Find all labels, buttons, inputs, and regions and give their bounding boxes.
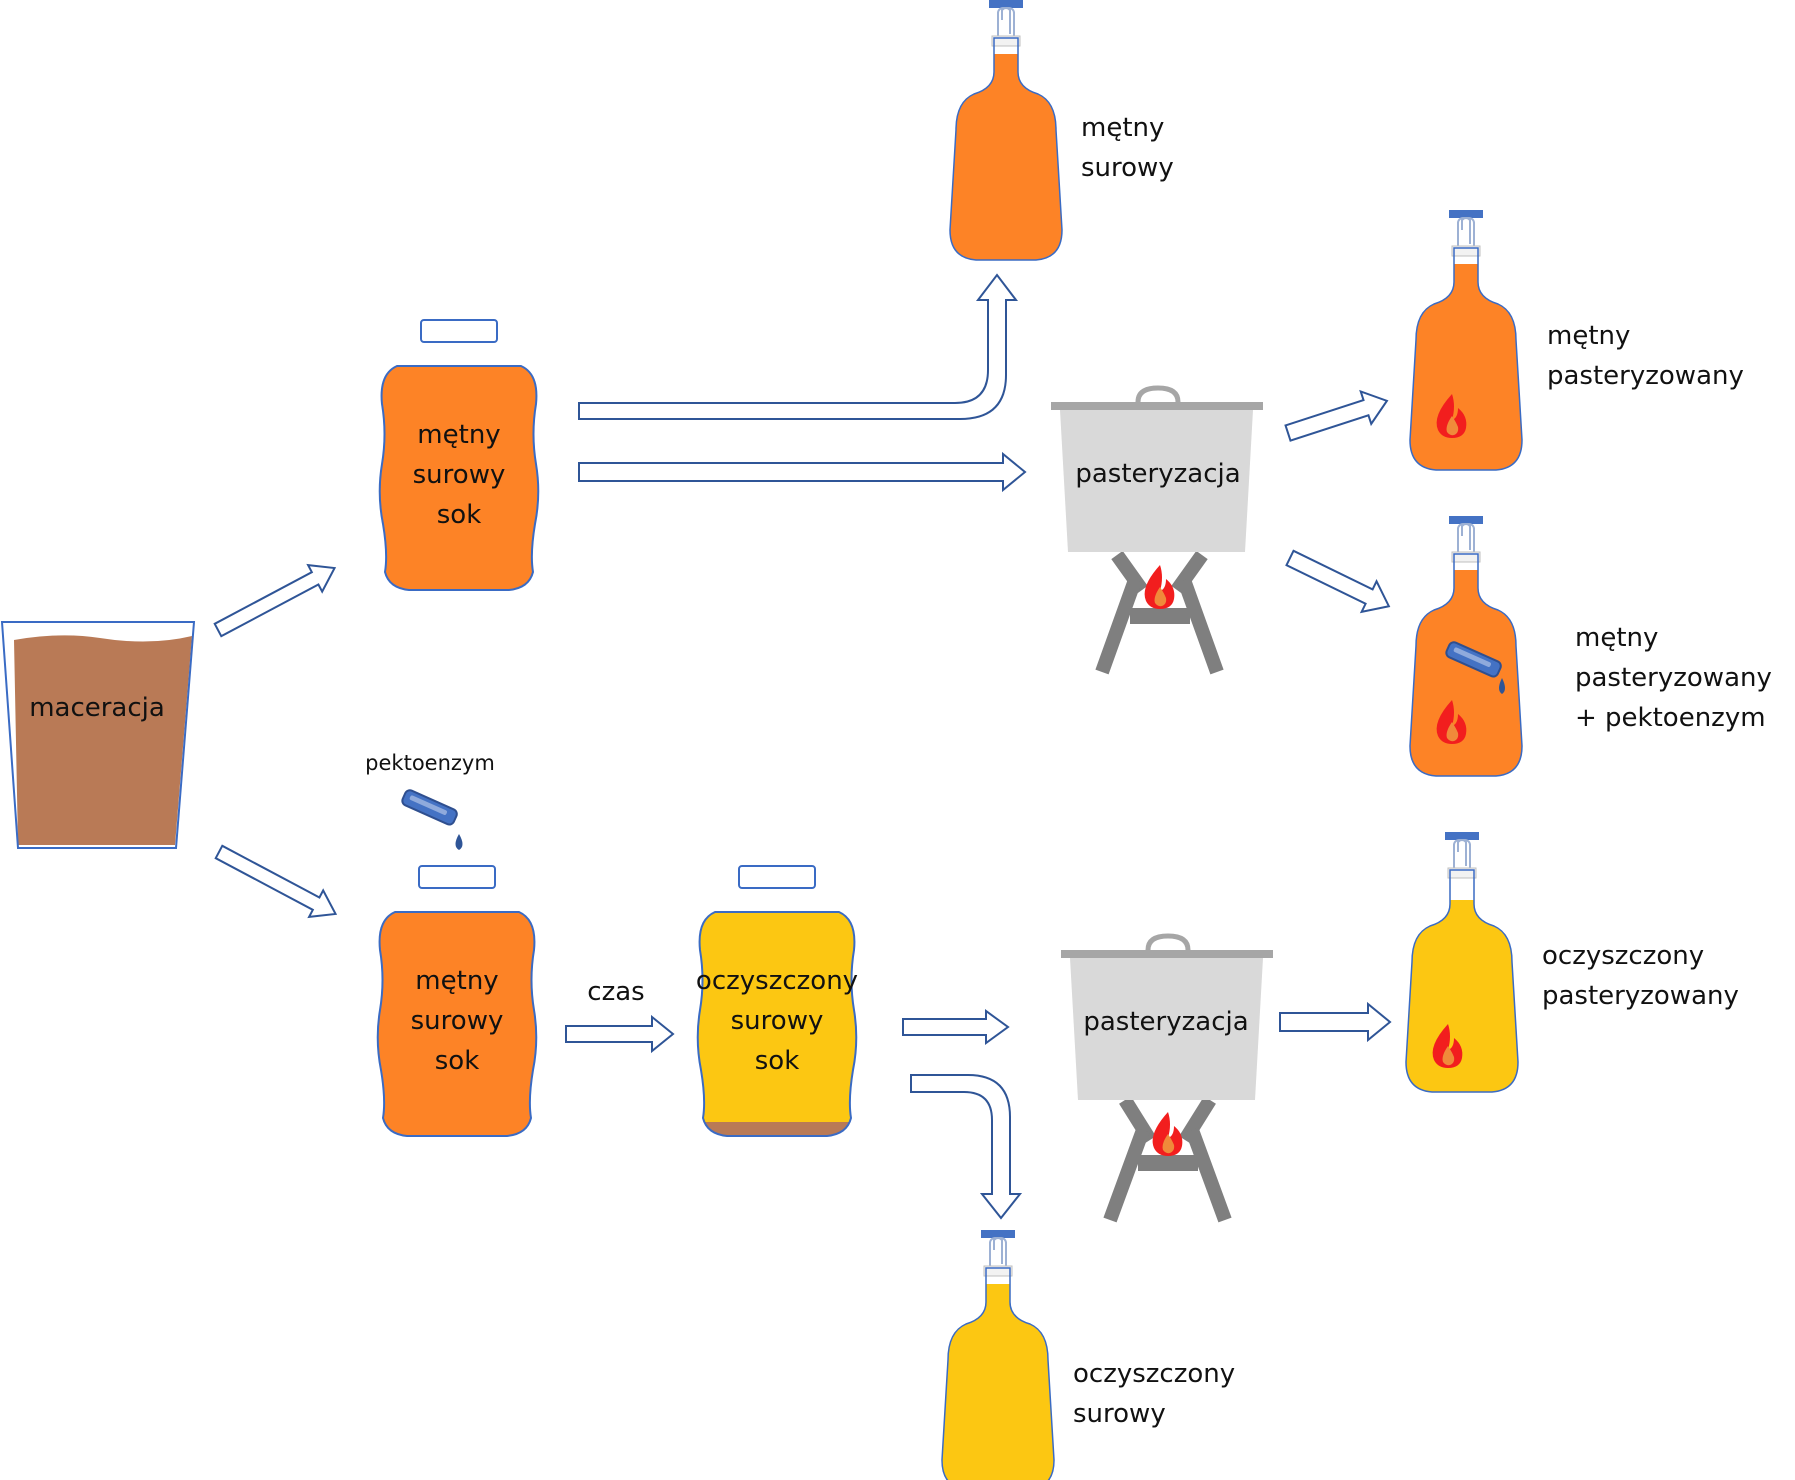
pasteurization-top-label: pasteryzacja	[1075, 459, 1240, 489]
barrel-clear-line-1: oczyszczony	[696, 966, 858, 996]
bottle-clear-past-line-2: pasteryzowany	[1542, 981, 1739, 1011]
arrow-to-pot-top	[578, 451, 1027, 493]
airlock-icon	[1445, 832, 1479, 879]
bottle-cloudy-raw-line-2: surowy	[1081, 153, 1174, 183]
barrel-bottom-line-3: sok	[435, 1046, 480, 1076]
arrow-to-top-barrel	[213, 563, 337, 638]
barrel-clear-line-2: surowy	[731, 1006, 824, 1036]
bottle-clear-raw-line-1: oczyszczony	[1073, 1359, 1235, 1389]
maceration-label: maceracja	[29, 693, 165, 723]
barrel-top-line-3: sok	[437, 500, 482, 530]
pasteurization-pot-top: pasteryzacja	[1051, 385, 1263, 675]
barrel-bottom-line-2: surowy	[411, 1006, 504, 1036]
bottle-clear-raw	[941, 1230, 1055, 1480]
bottle-cloudy-past-line-1: mętny	[1547, 321, 1630, 351]
barrel-clear: oczyszczony surowy sok	[696, 865, 858, 1137]
airlock-icon	[1449, 210, 1483, 257]
airlock-icon	[981, 1230, 1015, 1277]
airlock-icon	[1449, 516, 1483, 563]
pectoenzyme-label: pektoenzym	[365, 751, 495, 775]
pasteurization-pot-bottom: pasteryzacja	[1061, 933, 1273, 1223]
bottle-cloudy-pasteurized-enzyme	[1409, 516, 1523, 777]
pectoenzyme-pipette-icon: pektoenzym	[365, 751, 495, 850]
arrow-to-bottle-clear-raw	[910, 1074, 1023, 1220]
bottle-enzyme-line-1: mętny	[1575, 623, 1658, 653]
bottle-enzyme-line-2: pasteryzowany	[1575, 663, 1772, 693]
bottle-clear-raw-line-2: surowy	[1073, 1399, 1166, 1429]
arrow-to-pot-bottom	[902, 1009, 1010, 1045]
bottle-clear-pasteurized	[1405, 832, 1519, 1093]
arrow-to-bottle-clear-past	[1279, 1001, 1392, 1043]
arrows	[213, 273, 1392, 1220]
bottle-enzyme-line-3: + pektoenzym	[1575, 703, 1766, 733]
barrel-bottom-line-1: mętny	[415, 966, 498, 996]
bottle-cloudy-raw-line-1: mętny	[1081, 113, 1164, 143]
maceration-cup: maceracja	[0, 621, 196, 849]
arrow-time	[565, 1014, 675, 1054]
bottle-cloudy-pasteurized	[1409, 210, 1523, 471]
arrow-to-bottle-enzyme	[1285, 549, 1391, 614]
barrel-top-line-2: surowy	[413, 460, 506, 490]
barrel-cloudy-bottom: mętny surowy sok	[376, 865, 538, 1137]
bottle-cloudy-past-line-2: pasteryzowany	[1547, 361, 1744, 391]
barrel-top-line-1: mętny	[417, 420, 500, 450]
airlock-icon	[989, 0, 1023, 47]
barrel-clear-line-3: sok	[755, 1046, 800, 1076]
arrow-to-bottle-cloudy-past	[1284, 389, 1389, 442]
time-label: czas	[587, 977, 644, 1007]
bottle-clear-past-line-1: oczyszczony	[1542, 941, 1704, 971]
barrel-cloudy-top: mętny surowy sok	[378, 319, 540, 591]
arrow-to-bottle-cloudy-raw	[578, 273, 1019, 420]
pasteurization-bottom-label: pasteryzacja	[1083, 1007, 1248, 1037]
arrow-to-bottom-barrel	[214, 844, 338, 919]
bottle-cloudy-raw	[949, 0, 1063, 261]
